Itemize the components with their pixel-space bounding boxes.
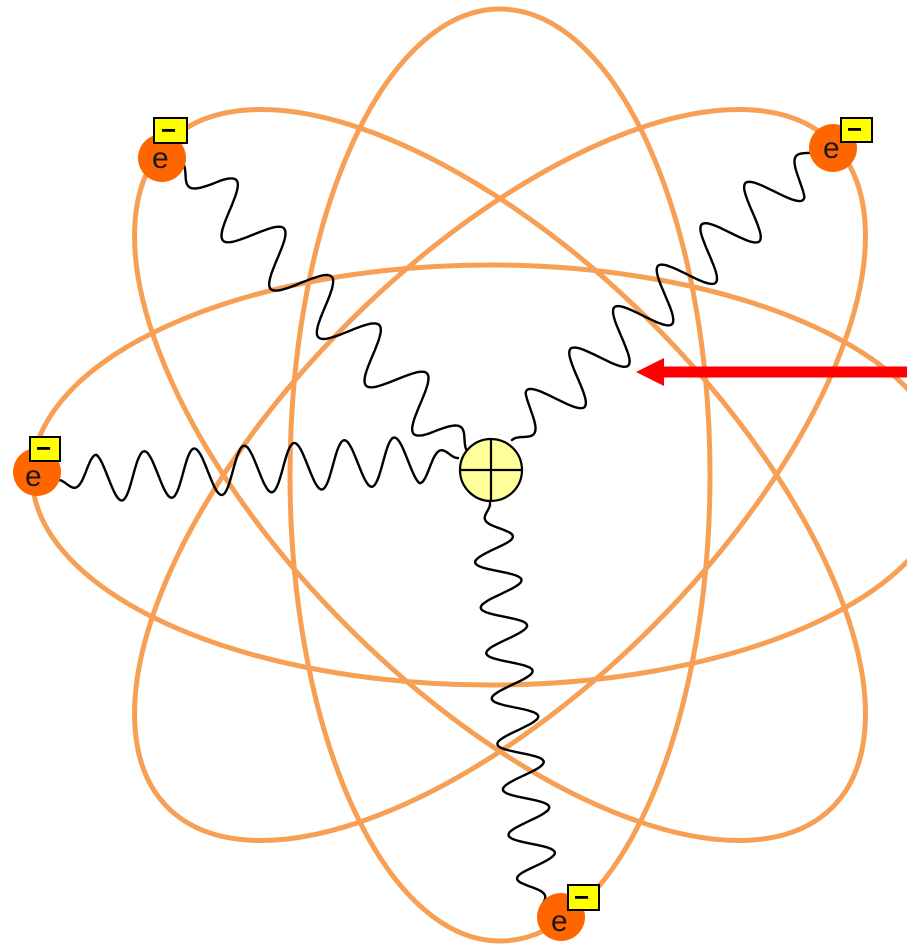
red-arrow-head [636,358,664,386]
nucleus-plus-icon [460,439,522,501]
charge-badge-sign: − [161,115,176,145]
electron-symbol: e [152,142,169,175]
red-arrow-left-icon [636,358,907,386]
force-line-top-left [182,162,468,452]
force-line-bottom [475,503,555,912]
charge-badge-sign: − [847,114,862,144]
charge-badge-sign: − [36,433,51,463]
electron-left: e − [13,433,61,496]
electron-symbol: e [823,132,840,165]
force-line-left [58,438,458,501]
charge-badge-sign: − [574,882,589,912]
electron-symbol: e [551,905,568,938]
electron-bottom: e − [537,882,599,941]
electron-symbol: e [25,460,42,493]
electron-top-left: e − [138,115,187,182]
electron-top-right: e − [809,114,872,172]
